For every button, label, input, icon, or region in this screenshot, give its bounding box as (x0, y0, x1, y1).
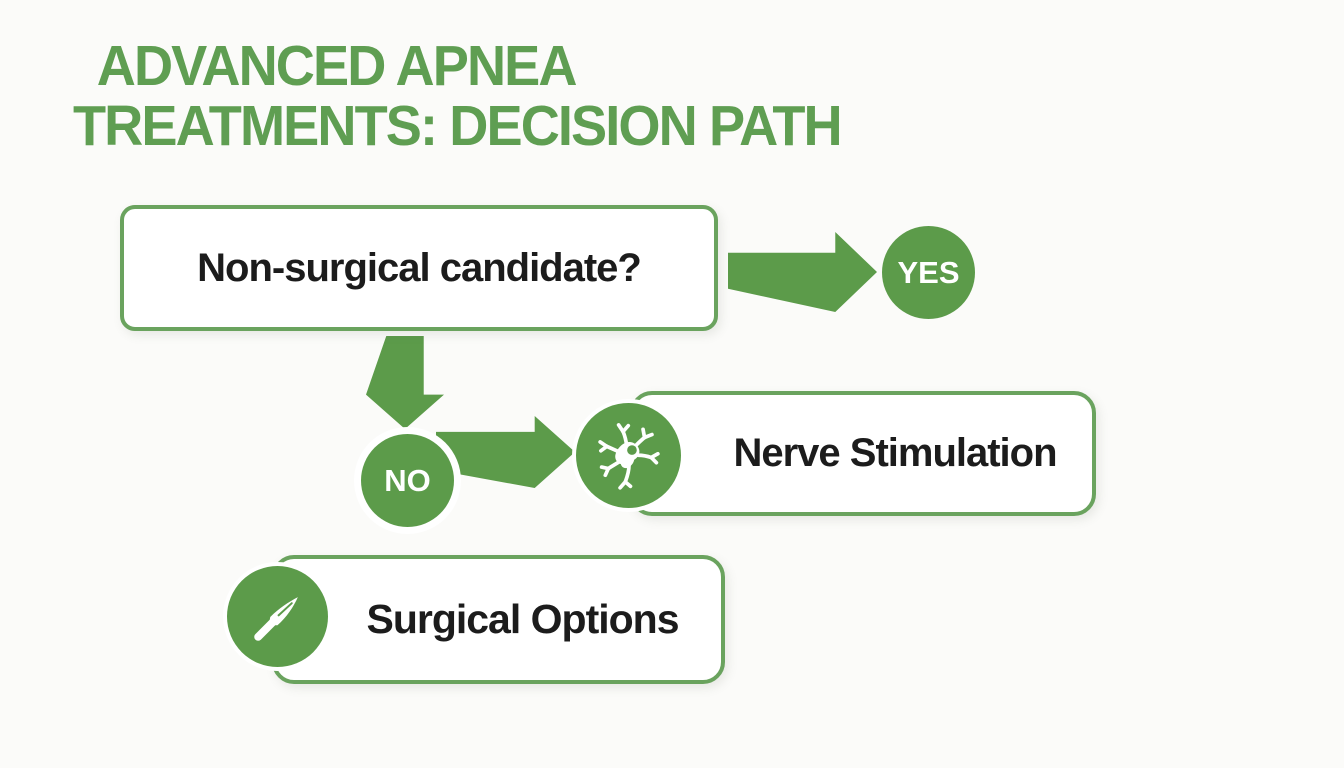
yes-badge-label: YES (897, 254, 960, 290)
arrow-down-to-no (366, 336, 444, 429)
nerve-stimulation-label: Nerve Stimulation (733, 431, 1057, 475)
page-title-line-1: ADVANCED APNEA (96, 34, 578, 98)
no-badge-label: NO (384, 462, 431, 498)
outcome-node-nerve-stimulation: Nerve Stimulation (630, 391, 1096, 516)
nerve-icon-circle (576, 403, 681, 508)
no-badge: NO (361, 434, 454, 527)
decision-node-non-surgical-candidate: Non-surgical candidate? (120, 205, 718, 331)
outcome-node-surgical-options: Surgical Options (272, 555, 725, 684)
surgical-options-label: Surgical Options (366, 596, 679, 642)
neuron-icon (597, 422, 660, 490)
decision-node-label: Non-surgical candidate? (197, 245, 642, 290)
yes-badge: YES (882, 226, 975, 319)
page-title: ADVANCED APNEA TREATMENTS: DECISION PATH (73, 34, 843, 158)
scalpel-icon (253, 596, 298, 641)
arrow-right-to-nerve-stimulation (436, 416, 575, 488)
arrow-right-to-yes (728, 232, 877, 312)
scalpel-icon-circle (227, 566, 328, 667)
page-title-line-2: TREATMENTS: DECISION PATH (73, 94, 843, 158)
